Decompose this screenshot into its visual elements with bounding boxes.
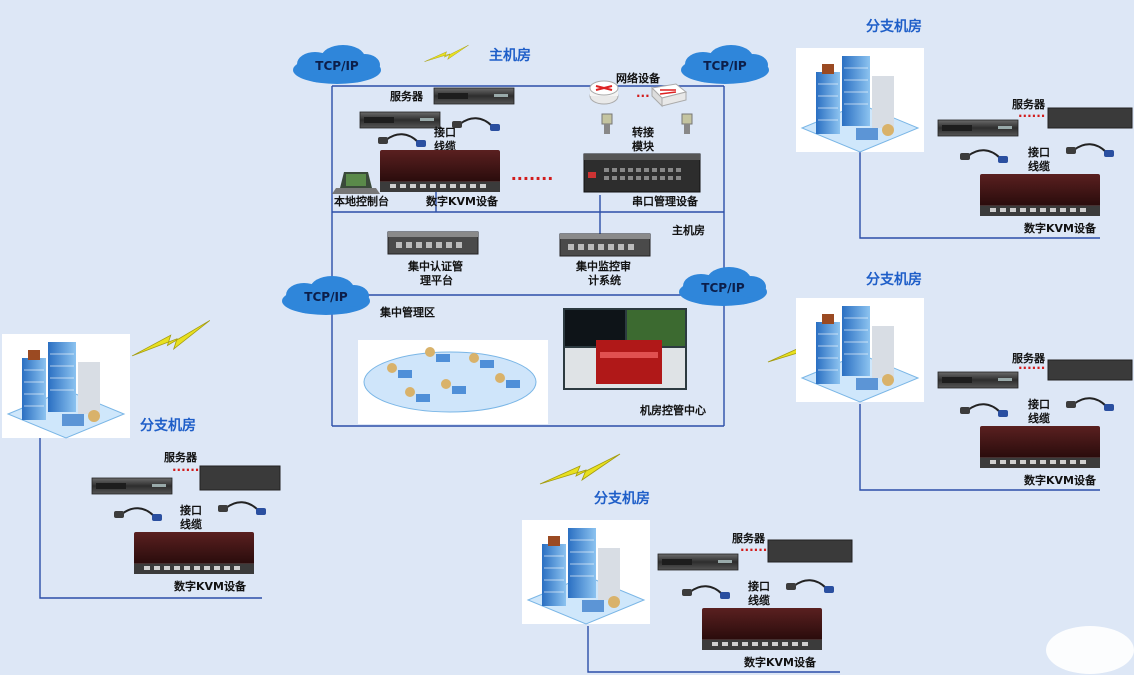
main-room-title: 主机房 (489, 47, 531, 64)
main-kvm-label: 数字KVM设备 (426, 194, 499, 208)
branch-kvm-device (134, 532, 254, 574)
branch-mid-right: 分支机房 服务器 ······ 接口 线缆 数字KVM设备 (795, 271, 1133, 487)
branch-kvm-device (702, 608, 822, 650)
branch-servers (91, 465, 281, 495)
central-zone-label: 集中管理区 (379, 305, 435, 319)
branch-building-icon (1, 333, 131, 439)
watermark-blob (1046, 626, 1134, 674)
main-cable-icon-1 (377, 133, 427, 148)
svg-text:······: ······ (740, 543, 767, 557)
branch-cable-label-2: 线缆 (1028, 159, 1050, 173)
laptop-icon (332, 172, 380, 194)
branch-cable-label-2: 线缆 (1028, 411, 1050, 425)
branch-cable-label-1: 接口 (1028, 145, 1050, 159)
branch-top-right: 分支机房 服务器 ······ 接口 线缆 数字KVM设备 (795, 18, 1133, 235)
tcp-ip-cloud-4: TCP/IP (679, 267, 767, 306)
branch-kvm-label: 数字KVM设备 (1024, 473, 1097, 487)
serial-mgmt-label: 串口管理设备 (632, 194, 699, 208)
network-ellipsis: ··· (636, 89, 650, 103)
serial-mgmt-device (583, 153, 701, 193)
branch-title: 分支机房 (594, 490, 650, 507)
local-console-label: 本地控制台 (334, 194, 389, 208)
main-kvm-device (380, 150, 500, 192)
control-center-label: 机房控管中心 (640, 403, 706, 417)
branch-title: 分支机房 (866, 18, 922, 35)
tcp-ip-cloud-2: TCP/IP (681, 45, 769, 84)
svg-text:TCP/IP: TCP/IP (304, 290, 348, 304)
audit-system-device (559, 233, 651, 257)
network-devices-label: 网络设备 (616, 71, 661, 85)
main-cable-label-2: 线缆 (434, 139, 456, 153)
adapter-module-icons (601, 113, 693, 134)
branch-building-icon (521, 519, 651, 625)
main-cable-label-1: 接口 (434, 125, 456, 139)
tcp-ip-cloud-1: TCP/IP (293, 45, 381, 84)
branch-servers (937, 359, 1133, 389)
main-servers-label: 服务器 (390, 89, 424, 103)
branch-kvm-device (980, 426, 1100, 468)
branch-cable-icon-1 (113, 507, 163, 522)
main-ellipsis: ······· (511, 169, 554, 188)
branch-cable-icon-2 (785, 579, 835, 594)
central-zone-image (358, 340, 548, 424)
tcp-ip-cloud-3: TCP/IP (282, 276, 370, 315)
branch-cable-label-1: 接口 (180, 503, 202, 517)
svg-text:TCP/IP: TCP/IP (315, 59, 359, 73)
main-room-sub-label: 主机房 (672, 223, 705, 237)
branch-cable-icon-2 (1065, 397, 1115, 412)
branch-title: 分支机房 (866, 271, 922, 288)
branch-cable-label-1: 接口 (1028, 397, 1050, 411)
lightning-icon-left (129, 320, 213, 357)
branch-kvm-label: 数字KVM设备 (1024, 221, 1097, 235)
branch-links (39, 152, 1100, 673)
svg-text:······: ······ (172, 463, 199, 477)
branch-cable-label-2: 线缆 (748, 593, 770, 607)
audit-system-label-2: 计系统 (588, 273, 621, 287)
switch-icon (650, 83, 688, 108)
branch-left: 分支机房 服务器 ······ 接口 线缆 数字KVM设备 (1, 333, 281, 593)
branch-cable-icon-2 (217, 501, 267, 516)
branch-kvm-label: 数字KVM设备 (744, 655, 817, 669)
branch-kvm-device (980, 174, 1100, 216)
branch-cable-icon-1 (959, 149, 1009, 164)
auth-platform-label-1: 集中认证管 (407, 259, 463, 273)
branch-building-icon (795, 297, 925, 403)
auth-platform-device (387, 231, 479, 255)
branch-cable-icon-2 (1065, 143, 1115, 158)
branch-cable-label-1: 接口 (748, 579, 770, 593)
branch-cable-label-2: 线缆 (180, 517, 202, 531)
branch-cable-icon-1 (681, 585, 731, 600)
branch-building-icon (795, 47, 925, 153)
branch-servers-label: 服务器 (1012, 351, 1046, 365)
branch-servers-label: 服务器 (164, 450, 198, 464)
adapter-module-label-2: 模块 (632, 139, 655, 153)
branch-servers (937, 107, 1133, 137)
svg-text:······: ······ (1018, 109, 1045, 123)
lightning-icon-bottom (539, 453, 621, 485)
branch-title: 分支机房 (140, 417, 196, 434)
branch-servers-label: 服务器 (1012, 97, 1046, 111)
branch-servers-label: 服务器 (732, 531, 766, 545)
adapter-module-label-1: 转接 (632, 125, 654, 139)
branch-cable-icon-1 (959, 403, 1009, 418)
branch-kvm-label: 数字KVM设备 (174, 579, 247, 593)
control-center-screenshot (563, 308, 687, 390)
main-room-links (331, 85, 725, 427)
svg-text:TCP/IP: TCP/IP (703, 59, 747, 73)
branch-bottom: 分支机房 服务器 ······ 接口 线缆 数字KVM设备 (521, 490, 853, 669)
auth-platform-label-2: 理平台 (420, 273, 453, 287)
router-icon (589, 80, 619, 105)
audit-system-label-1: 集中监控审 (575, 259, 631, 273)
main-servers (359, 87, 515, 129)
lightning-icon-right-top (424, 44, 469, 62)
branch-servers (657, 539, 853, 571)
svg-text:······: ······ (1018, 361, 1045, 375)
svg-text:TCP/IP: TCP/IP (701, 281, 745, 295)
